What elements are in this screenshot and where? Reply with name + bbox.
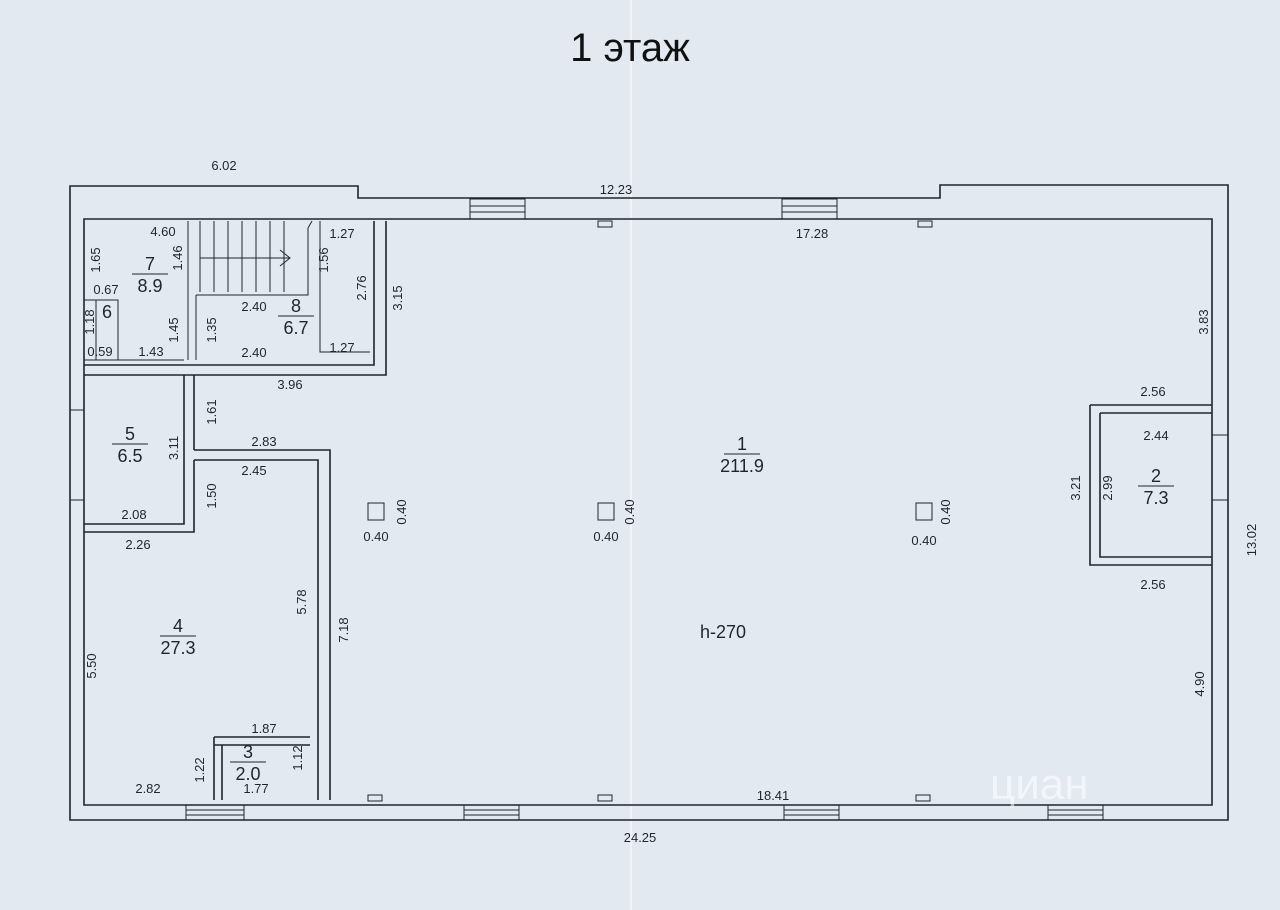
- watermark: циан: [990, 760, 1089, 809]
- room-number: 7: [145, 254, 155, 274]
- room-area: 2.0: [235, 764, 260, 784]
- dimension-label: 3.96: [277, 377, 302, 392]
- dimension-label: 2.40: [241, 299, 266, 314]
- ceiling-height-label: h-270: [700, 622, 746, 642]
- room-label-3: 32.0: [230, 742, 266, 784]
- dimension-label: 2.40: [241, 345, 266, 360]
- dimension-label: 2.76: [354, 275, 369, 300]
- dimension-label: 1.35: [204, 317, 219, 342]
- dimension-label: 2.56: [1140, 384, 1165, 399]
- dimension-label: 5.50: [84, 653, 99, 678]
- room-area: 27.3: [160, 638, 195, 658]
- dimension-label: 0.40: [593, 529, 618, 544]
- dimension-label: 2.83: [251, 434, 276, 449]
- page-fold: [630, 0, 632, 910]
- room-5-walls: [84, 375, 195, 533]
- columns: [367, 220, 933, 802]
- dimension-label: 13.02: [1244, 524, 1259, 557]
- dimension-label: 3.15: [390, 285, 405, 310]
- room-label-2: 27.3: [1138, 466, 1174, 508]
- room-number: 3: [243, 742, 253, 762]
- room-area: 8.9: [137, 276, 162, 296]
- room-label-8: 86.7: [278, 296, 314, 338]
- dimension-label: 0.40: [363, 529, 388, 544]
- dimension-label: 3.83: [1196, 309, 1211, 334]
- dimension-label: 2.08: [121, 507, 146, 522]
- room-area: 7.3: [1143, 488, 1168, 508]
- dimension-label: 2.26: [125, 537, 150, 552]
- dimension-label: 1.46: [170, 245, 185, 270]
- dimension-label: 1.50: [204, 483, 219, 508]
- room-number: 4: [173, 616, 183, 636]
- dimension-label: 4.60: [150, 224, 175, 239]
- dimension-label: 17.28: [796, 226, 829, 241]
- dimension-label: 6.02: [211, 158, 236, 173]
- dimension-label: 1.18: [82, 309, 97, 334]
- room-label-5: 56.5: [112, 424, 148, 466]
- room-area: 211.9: [720, 456, 764, 476]
- dimension-label: 1.45: [166, 317, 181, 342]
- windows: [69, 198, 1229, 821]
- dimension-label: 2.82: [135, 781, 160, 796]
- dimension-label: 0.40: [911, 533, 936, 548]
- room-area: 6.7: [283, 318, 308, 338]
- room-label-6: 6: [102, 302, 112, 322]
- dimension-label: 1.65: [88, 247, 103, 272]
- dimension-label: 1.27: [329, 226, 354, 241]
- room-number: 1: [737, 434, 747, 454]
- dimension-label: 1.27: [329, 340, 354, 355]
- room-label-7: 78.9: [132, 254, 168, 296]
- outer-wall: [69, 184, 1229, 821]
- dimension-label: 3.21: [1068, 475, 1083, 500]
- dimension-label: 0.40: [394, 499, 409, 524]
- room-area: 6.5: [117, 446, 142, 466]
- room-2-walls: [1089, 404, 1212, 566]
- dimension-labels: 6.02 12.23 17.28 4.60 1.27 1.65 1.46 1.56 2.76 3.…: [82, 158, 1259, 845]
- room-number: 6: [102, 302, 112, 322]
- dimension-label: 2.99: [1100, 475, 1115, 500]
- room-label-4: 427.3: [160, 616, 196, 658]
- room-3-walls: [213, 736, 310, 800]
- dimension-label: 7.18: [336, 617, 351, 642]
- dimension-label: 1.56: [316, 247, 331, 272]
- dimension-label: 12.23: [600, 182, 633, 197]
- dimension-label: 3.11: [166, 436, 181, 460]
- dimension-label: 18.41: [757, 788, 790, 803]
- dimension-label: 1.61: [204, 399, 219, 424]
- dimension-label: 2.44: [1143, 428, 1168, 443]
- page-title: 1 этаж: [570, 26, 690, 70]
- dimension-label: 1.22: [192, 757, 207, 782]
- dimension-label: 1.77: [243, 781, 268, 796]
- dimension-label: 0.40: [938, 499, 953, 524]
- dimension-label: 0.67: [93, 282, 118, 297]
- dimension-label: 0.59: [87, 344, 112, 359]
- dimension-label: 4.90: [1192, 671, 1207, 696]
- dimension-label: 1.87: [251, 721, 276, 736]
- room-4-walls: [83, 449, 331, 800]
- dimension-label: 5.78: [294, 589, 309, 614]
- dimension-label: 2.45: [241, 463, 266, 478]
- dimension-label: 2.56: [1140, 577, 1165, 592]
- dimension-label: 0.40: [622, 499, 637, 524]
- dimension-label: 24.25: [624, 830, 657, 845]
- room-number: 2: [1151, 466, 1161, 486]
- room-number: 8: [291, 296, 301, 316]
- dimension-label: 1.43: [138, 344, 163, 359]
- room-number: 5: [125, 424, 135, 444]
- dimension-label: 1.12: [290, 745, 305, 770]
